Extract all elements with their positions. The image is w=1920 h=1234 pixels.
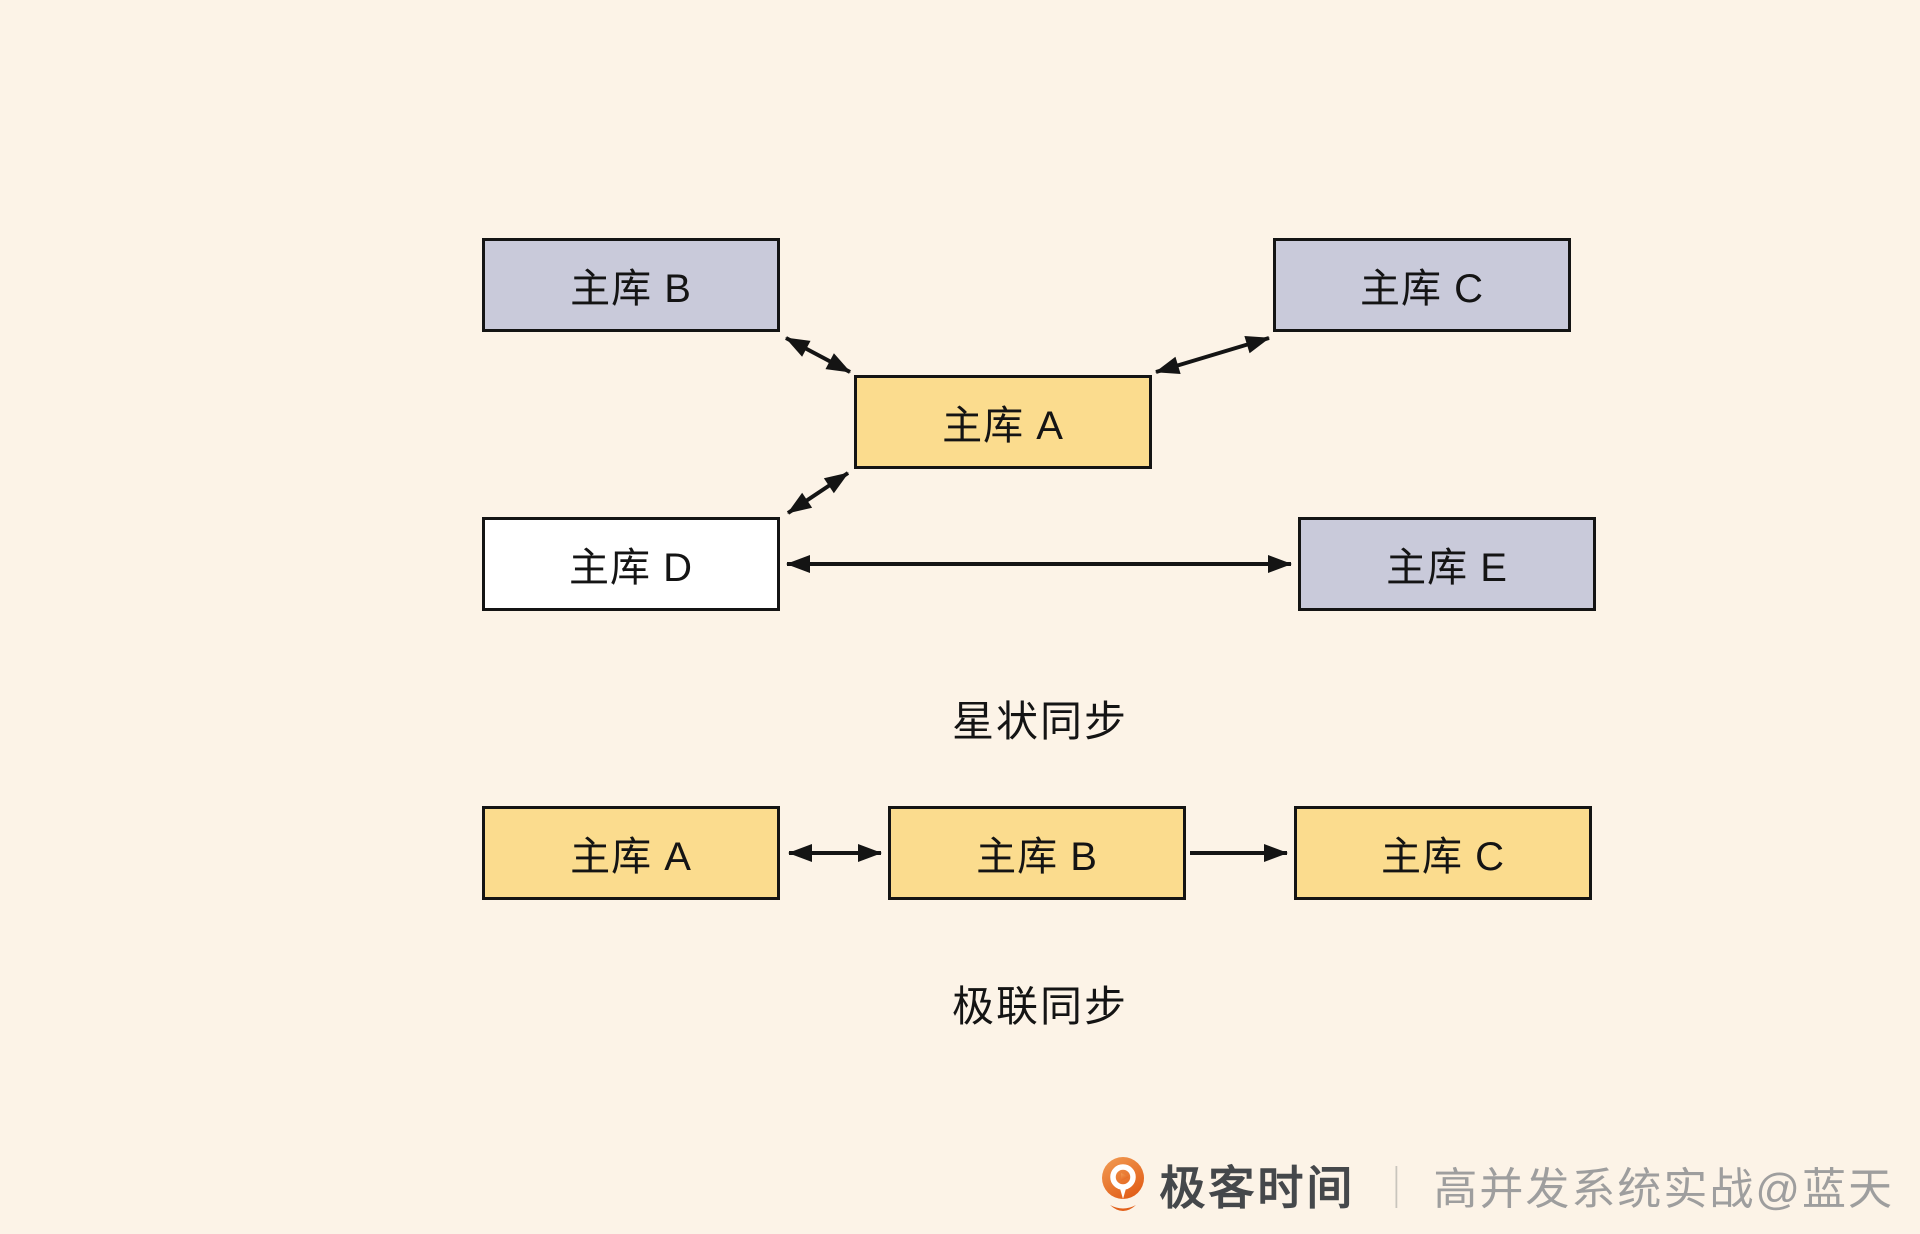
node-star-master-c: 主库 C	[1273, 238, 1571, 332]
geektime-pin-icon	[1102, 1157, 1145, 1211]
node-cascade-master-b: 主库 B	[888, 806, 1186, 900]
node-cascade-master-c: 主库 C	[1294, 806, 1592, 900]
node-star-master-b: 主库 B	[482, 238, 780, 332]
node-star-master-e: 主库 E	[1298, 517, 1596, 611]
node-star-master-d: 主库 D	[482, 517, 780, 611]
star-sync-caption: 星状同步	[951, 698, 1128, 745]
node-star-master-a: 主库 A	[854, 375, 1152, 469]
cascade-sync-caption: 极联同步	[951, 983, 1128, 1030]
arrow-star-b-a	[785, 336, 851, 374]
arrow-star-a-d	[786, 471, 850, 515]
node-cascade-master-a: 主库 A	[482, 806, 780, 900]
footer-watermark: 极客时间 ｜ 高并发系统实战@蓝天	[1099, 1152, 1894, 1218]
geektime-brand-text: 极客时间	[1159, 1162, 1356, 1214]
arrow-star-c-a	[1155, 336, 1270, 374]
watermark-text: 高并发系统实战@蓝天	[1433, 1165, 1894, 1214]
footer-divider: ｜	[1375, 1164, 1418, 1212]
